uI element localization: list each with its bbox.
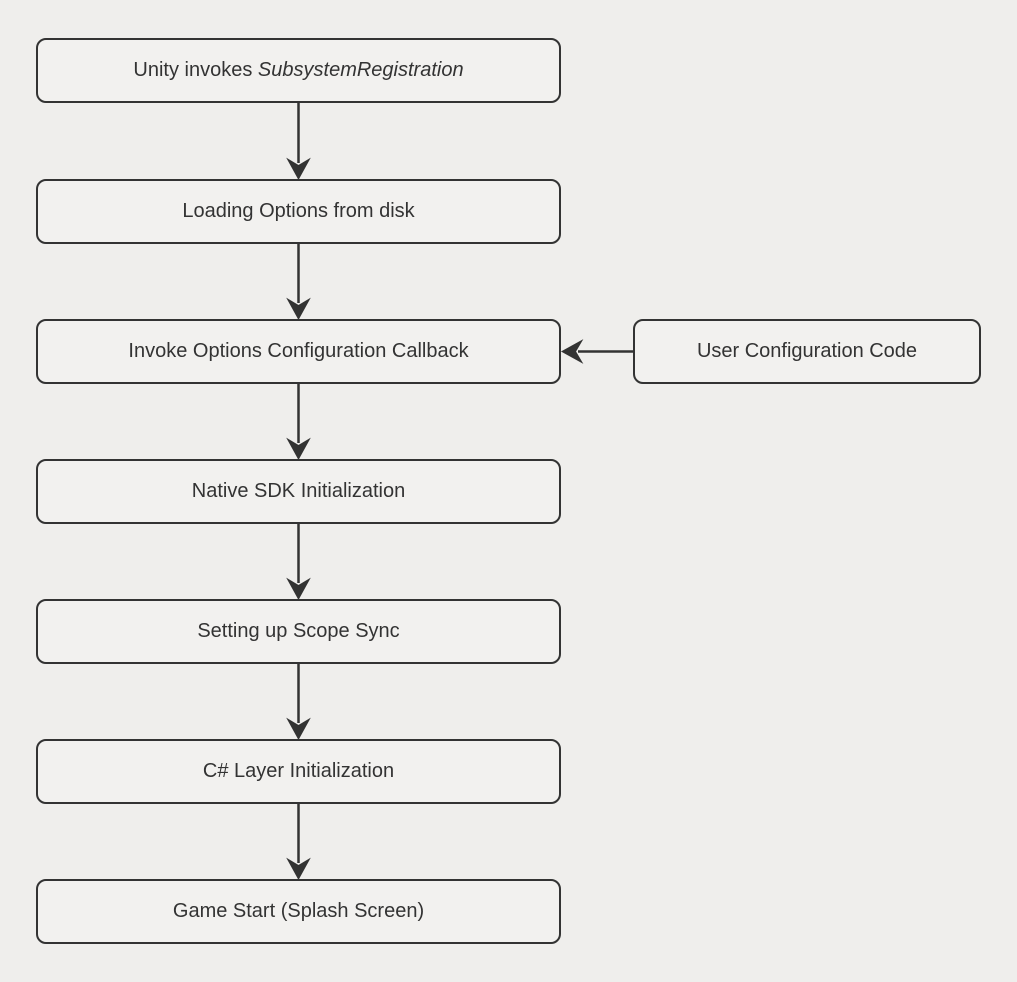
arrow-callback-to-native xyxy=(286,384,311,461)
arrow-csharp-to-gamestart xyxy=(286,804,311,881)
node-label: Game Start (Splash Screen) xyxy=(172,900,425,922)
arrow-unity-to-loading xyxy=(286,103,311,181)
flow-node-setting-up-scope-sync: Setting up Scope Sync xyxy=(36,599,561,664)
flow-node-unity-invokes-subsystem-registration: Unity invokes SubsystemRegistration xyxy=(36,38,561,103)
flow-node-game-start-splash-screen: Game Start (Splash Screen) xyxy=(36,879,561,944)
arrow-loading-to-callback xyxy=(286,244,311,321)
flow-node-user-configuration-code: User Configuration Code xyxy=(633,319,981,384)
node-label: Setting up Scope Sync xyxy=(197,620,400,642)
flow-node-invoke-options-configuration-callback: Invoke Options Configuration Callback xyxy=(36,319,561,384)
node-label: Loading Options from disk xyxy=(182,200,415,222)
flow-node-native-sdk-initialization: Native SDK Initialization xyxy=(36,459,561,524)
arrow-native-to-scope xyxy=(286,524,311,601)
arrow-userconfig-to-callback xyxy=(560,339,633,364)
arrow-scope-to-csharp xyxy=(286,664,311,741)
node-label: Invoke Options Configuration Callback xyxy=(128,340,469,362)
node-label: C# Layer Initialization xyxy=(202,760,395,782)
node-label-italic: SubsystemRegistration xyxy=(257,59,464,81)
flow-node-loading-options-from-disk: Loading Options from disk xyxy=(36,179,561,244)
node-label: User Configuration Code xyxy=(696,340,918,362)
flow-node-csharp-layer-initialization: C# Layer Initialization xyxy=(36,739,561,804)
node-label: Native SDK Initialization xyxy=(191,480,406,502)
node-label: Unity invokes SubsystemRegistration xyxy=(133,59,464,81)
